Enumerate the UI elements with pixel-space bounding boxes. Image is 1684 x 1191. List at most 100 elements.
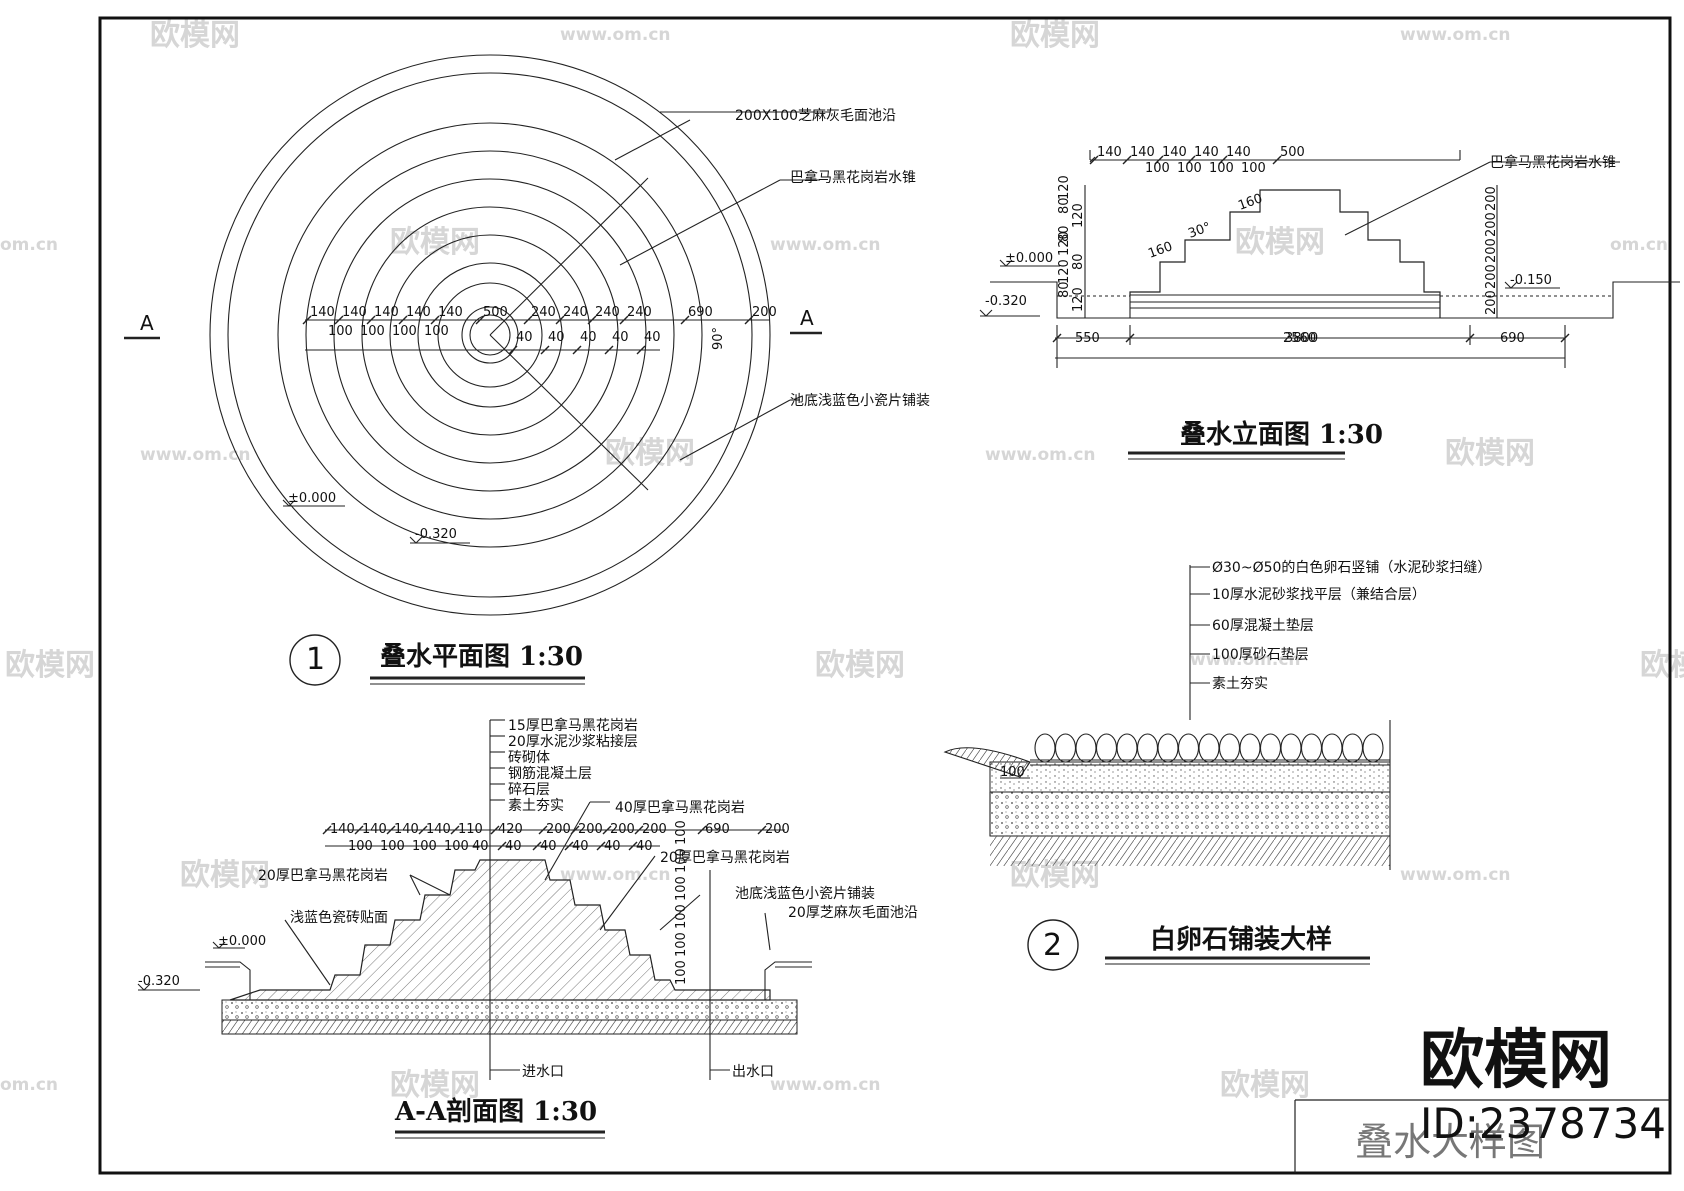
pebble bbox=[1198, 733, 1220, 763]
dim-tick bbox=[1089, 155, 1099, 165]
watermark-url: www.om.cn bbox=[140, 445, 251, 465]
elev-dim-left: 80 bbox=[1057, 225, 1072, 242]
section-layer-label: 碎石层 bbox=[508, 782, 550, 798]
section-level-top: ±0.000 bbox=[218, 934, 266, 949]
pebble bbox=[1300, 733, 1323, 763]
plan-dim-top: 240 bbox=[627, 305, 652, 320]
section-layer-label: 20厚水泥沙浆粘接层 bbox=[508, 733, 638, 750]
section-note-20b: 20厚巴拿马黑花岗岩 bbox=[660, 849, 790, 866]
watermark-url: www.om.cn bbox=[985, 445, 1096, 465]
watermark-brand: 欧模网 bbox=[1640, 648, 1684, 683]
pebble bbox=[1362, 733, 1384, 763]
dim-tick bbox=[532, 841, 542, 851]
plan-level-top: ±0.000 bbox=[288, 491, 336, 506]
section-dim-top2: 100 bbox=[348, 839, 373, 854]
elev-dim-top: 140 bbox=[1194, 145, 1219, 160]
dim-tick bbox=[555, 315, 565, 325]
pebble-row bbox=[1034, 733, 1384, 763]
section-dim-top: 140 bbox=[362, 822, 387, 837]
elev-dim-top2: 100 bbox=[1177, 161, 1202, 176]
dim-tick bbox=[540, 345, 550, 355]
pebble-layer-list: Ø30~Ø50的白色卵石竖铺（水泥砂浆扫缝）10厚水泥砂浆找平层（兼结合层）60… bbox=[1212, 559, 1491, 692]
elev-dim-right: 200 bbox=[1484, 186, 1499, 211]
dim-tick bbox=[619, 315, 629, 325]
section-dim-top2: 40 bbox=[472, 839, 489, 854]
dim-tick bbox=[475, 315, 485, 325]
brand-logo: 欧模网 bbox=[1420, 1024, 1612, 1098]
section-dim-vertical: 100 bbox=[674, 960, 689, 985]
plan-dim-top: 140 bbox=[342, 305, 367, 320]
pebble-sand-layer bbox=[989, 761, 1391, 793]
section-note-pool: 池底浅蓝色小瓷片铺装 bbox=[735, 885, 875, 902]
elev-dim-top: 140 bbox=[1162, 145, 1187, 160]
elev-dim-left: 80 bbox=[1071, 253, 1086, 270]
watermark-brand: 欧模网 bbox=[390, 1068, 480, 1103]
pebble-layer-label: Ø30~Ø50的白色卵石竖铺（水泥砂浆扫缝） bbox=[1212, 559, 1491, 576]
pebble bbox=[1034, 733, 1056, 763]
pebble-layer-label: 素土夯实 bbox=[1212, 676, 1268, 692]
dim-tick bbox=[634, 825, 644, 835]
section-note-20a: 20厚巴拿马黑花岗岩 bbox=[258, 867, 388, 884]
section-dim-top2: 100 bbox=[444, 839, 469, 854]
dim-tick bbox=[354, 825, 364, 835]
elev-dim-top: 140 bbox=[1097, 145, 1122, 160]
drawing-border bbox=[98, 16, 1672, 1175]
elev-dim-top2: 100 bbox=[1241, 161, 1266, 176]
elev-dim-right: 200 bbox=[1484, 264, 1499, 289]
dim-tick bbox=[602, 825, 612, 835]
section-dim-40: 40 bbox=[636, 839, 653, 854]
elev-dim-right: 200 bbox=[1484, 212, 1499, 237]
watermark-url: www.om.cn bbox=[770, 235, 881, 255]
dim-tick bbox=[450, 825, 460, 835]
section-dim-top: 200 bbox=[610, 822, 635, 837]
section-cone-body bbox=[229, 859, 771, 1001]
pebble-dim: 100 bbox=[1000, 765, 1025, 780]
section-soil-layer bbox=[221, 1019, 798, 1035]
plan-level-bottom: -0.320 bbox=[415, 527, 457, 542]
dim-tick bbox=[523, 315, 533, 325]
dim-tick bbox=[1465, 333, 1475, 343]
section-dim-top: 200 bbox=[546, 822, 571, 837]
elev-note-cone: 巴拿马黑花岗岩水锥 bbox=[1490, 154, 1616, 171]
watermark-brand: 欧模网 bbox=[1220, 1068, 1310, 1103]
dim-tick bbox=[1122, 155, 1132, 165]
plan-dim-bottom-right: 40 bbox=[644, 330, 661, 345]
elev-angle: 30° bbox=[1186, 220, 1213, 242]
elevation-view: ±0.000 -0.320 -0.150 巴拿马黑花岗岩水锥 叠水立面图 1:3… bbox=[979, 145, 1680, 460]
section-dim-top: 140 bbox=[394, 822, 419, 837]
section-mark-left: A bbox=[140, 311, 154, 335]
elev-dim-top2: 100 bbox=[1209, 161, 1234, 176]
pebble bbox=[1341, 733, 1364, 763]
plan-dim-bottom-right: 40 bbox=[516, 330, 533, 345]
plan-dim-bottom-left: 100 bbox=[328, 324, 353, 339]
section-dim-vertical: 100 bbox=[674, 904, 689, 929]
watermark-url: www.om.cn bbox=[770, 1075, 881, 1095]
watermark-url: www.om.cn bbox=[1400, 25, 1511, 45]
section-dim-vertical: 100 bbox=[674, 848, 689, 873]
dim-tick bbox=[497, 841, 507, 851]
pebble-soil-layer bbox=[990, 836, 1390, 866]
brand-id: ID:2378734 bbox=[1420, 1099, 1666, 1148]
dim-tick bbox=[366, 315, 376, 325]
plan-dim-bottom-right: 40 bbox=[612, 330, 629, 345]
elev-level-top: ±0.000 bbox=[1005, 251, 1053, 266]
elev-dim-left: 80 bbox=[1057, 197, 1072, 214]
pebble bbox=[1280, 733, 1302, 763]
dim-tick bbox=[757, 825, 767, 835]
pebble-detail: 100 2 白卵石铺装大样 Ø30~Ø50的白色卵石竖铺（水泥砂浆扫缝）10厚水… bbox=[943, 559, 1491, 971]
plan-dim-bottom-left: 100 bbox=[360, 324, 385, 339]
section-mark-right: A bbox=[800, 306, 814, 330]
plan-dim-top: 200 bbox=[752, 305, 777, 320]
section-dim-top2: 100 bbox=[380, 839, 405, 854]
watermark-brand: 欧模网 bbox=[1445, 436, 1535, 471]
section-dim-top: 200 bbox=[578, 822, 603, 837]
section-dim-vertical: 100 bbox=[674, 932, 689, 957]
dim-tick bbox=[1560, 333, 1570, 343]
pebble bbox=[1259, 733, 1282, 763]
section-inlet: 进水口 bbox=[522, 1064, 564, 1080]
section-dim-40: 40 bbox=[572, 839, 589, 854]
